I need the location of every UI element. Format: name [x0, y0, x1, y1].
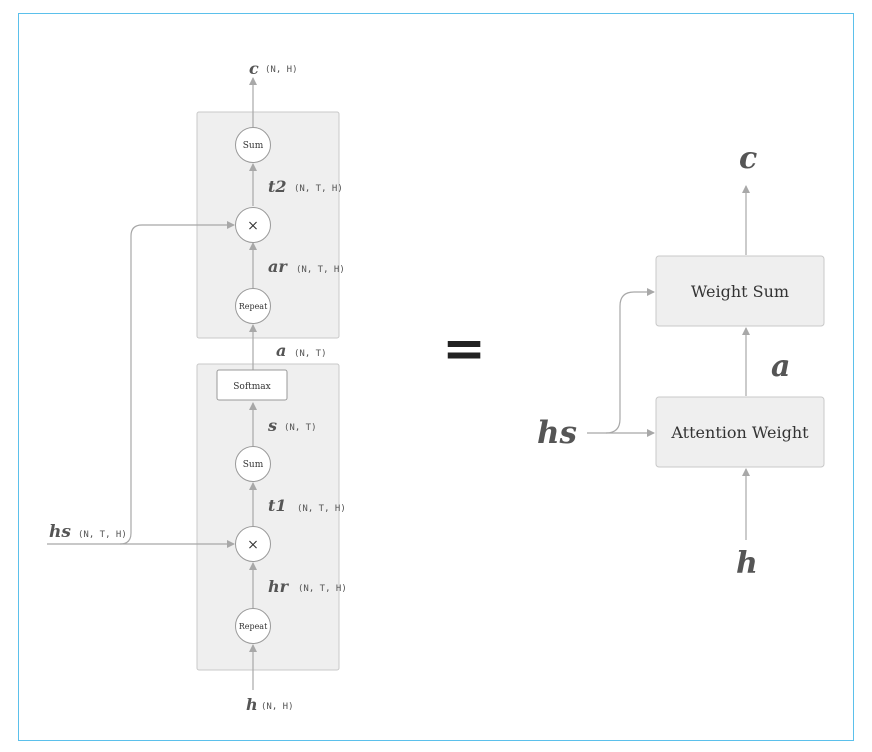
h-var-label-right: h	[736, 546, 758, 581]
weight-sum-box	[655, 255, 825, 327]
a-var-label-left: a	[276, 341, 286, 360]
hs-to-multiply-top-arrow	[119, 221, 235, 545]
repeat-node-bottom-label: Repeat	[239, 622, 268, 631]
figure-frame	[18, 13, 854, 741]
repeat-node-top	[235, 288, 271, 324]
c-var-label: c	[249, 59, 259, 78]
c-var-label-right: c	[739, 141, 757, 176]
h-var-label-left: h	[246, 695, 258, 714]
ar-var-label: ar	[268, 257, 288, 276]
multiply-node-bottom	[235, 526, 271, 562]
multiply-node-top	[235, 207, 271, 243]
t2-dim-label: (N, T, H)	[294, 184, 343, 194]
attention-weight-group	[196, 363, 340, 671]
s-var-label: s	[267, 416, 277, 435]
multiply-node-bottom-label: ×	[247, 537, 259, 553]
hs-var-label-right: hs	[537, 415, 577, 451]
hr-var-label: hr	[268, 577, 290, 596]
weight-sum-label: Weight Sum	[691, 282, 789, 301]
a-dim-label: (N, T)	[294, 349, 327, 359]
h-dim-label: (N, H)	[261, 702, 294, 712]
sum-node-top	[235, 127, 271, 163]
hs-to-weight-sum-arrow	[605, 288, 655, 434]
repeat-node-bottom	[235, 608, 271, 644]
softmax-node-label: Softmax	[233, 382, 271, 392]
equals-sign: =	[442, 319, 486, 379]
repeat-node-top-label: Repeat	[239, 302, 268, 311]
c-dim-label: (N, H)	[265, 65, 298, 75]
hs-dim-label: (N, T, H)	[78, 530, 127, 540]
attention-weight-label: Attention Weight	[670, 423, 809, 442]
t2-var-label: t2	[268, 177, 287, 196]
softmax-node	[216, 369, 288, 401]
hr-dim-label: (N, T, H)	[298, 584, 347, 594]
t1-var-label: t1	[268, 496, 287, 515]
ar-dim-label: (N, T, H)	[296, 265, 345, 275]
sum-node-top-label: Sum	[243, 141, 264, 151]
attention-weight-box	[655, 396, 825, 468]
multiply-node-top-label: ×	[247, 218, 259, 234]
t1-dim-label: (N, T, H)	[297, 504, 346, 514]
sum-node-bottom-label: Sum	[243, 460, 264, 470]
s-dim-label: (N, T)	[284, 423, 317, 433]
sum-node-bottom	[235, 446, 271, 482]
hs-var-label-left: hs	[49, 522, 71, 542]
a-var-label-right: a	[771, 349, 790, 384]
